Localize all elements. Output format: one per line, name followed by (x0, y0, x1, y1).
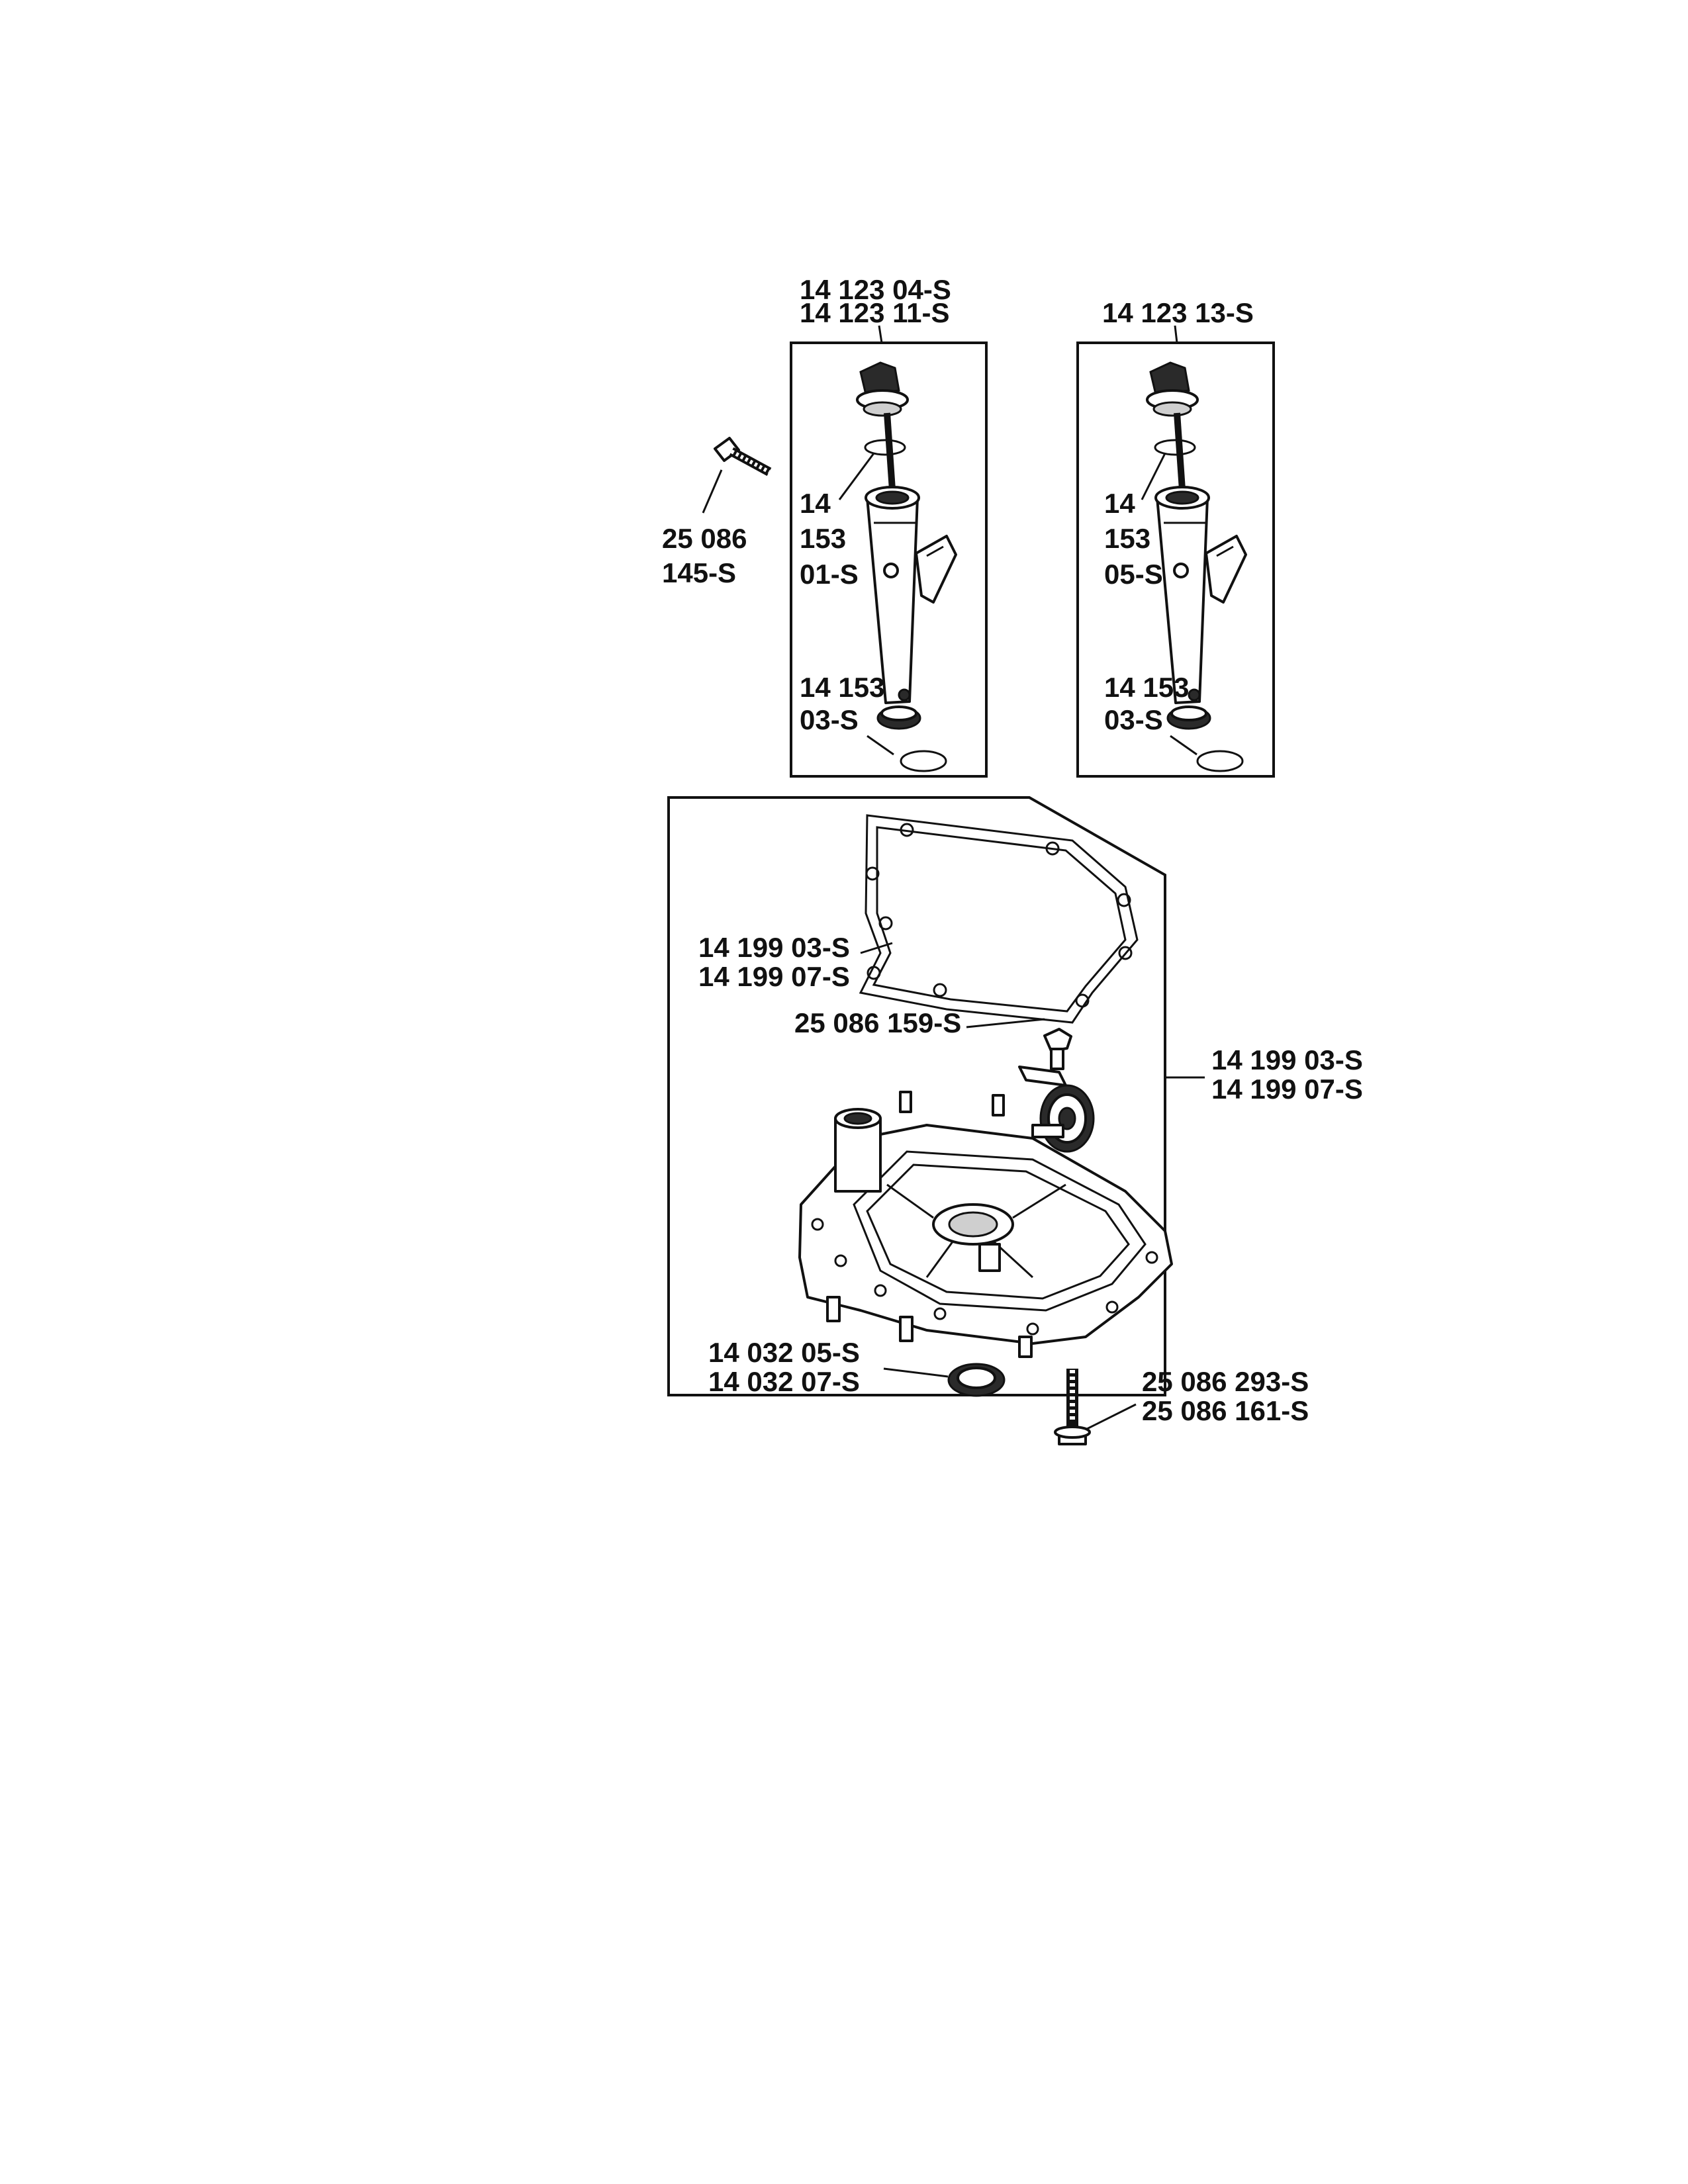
crankcase-frame (667, 796, 1166, 1396)
dipstick-left-stem (884, 412, 896, 490)
dipstick-left-label-2: 14 123 11-S (800, 297, 950, 328)
dipstick-left-seal-label-2: 03-S (800, 704, 859, 735)
dipstick-right-seal (1196, 750, 1244, 772)
crankcase-gasket (859, 814, 1139, 1024)
dipstick-left-label-leader (878, 325, 883, 343)
governor-gear (1031, 1084, 1095, 1153)
dipstick-left-oring-label-1: 14 (800, 488, 831, 519)
dipstick-left-cap (856, 361, 909, 417)
dowel-pin-right (992, 1094, 1005, 1116)
dipstick-left-label-1: 14 123 04-S (800, 274, 951, 305)
governor-bolt-label: 25 086 159-S (794, 1007, 961, 1038)
dipstick-left-oring-label-2: 153 (800, 523, 846, 554)
dipstick-left-oring (864, 439, 906, 456)
assembly-label-2: 14 199 07-S (1211, 1073, 1363, 1105)
dipstick-right-stem (1174, 412, 1186, 490)
gasket-label-1: 14 199 03-S (698, 932, 850, 963)
oil-seal-label-2: 14 032 07-S (708, 1366, 860, 1397)
dipstick-right-oring (1154, 439, 1196, 456)
bolt-left-leader (702, 469, 723, 514)
bolt-bottom-leader (1085, 1403, 1137, 1431)
dipstick-right-oring-label-2: 153 (1104, 523, 1150, 554)
bolt-left-label-1: 25 086 (662, 523, 747, 554)
gasket-label-2: 14 199 07-S (698, 961, 850, 992)
dipstick-right-label: 14 123 13-S (1102, 297, 1254, 328)
dipstick-right-group: 14 123 13-S 14 153 05-S 14 153 03-S (1076, 297, 1275, 778)
governor-bolt-leader (966, 1018, 1045, 1028)
dipstick-left-tube (865, 486, 957, 704)
dipstick-right-oring-label-3: 05-S (1104, 559, 1163, 590)
dipstick-right-seal-leader (1170, 735, 1197, 756)
dipstick-right-seal-label-1: 14 153 (1104, 672, 1189, 703)
bolt-bottom: 25 086 293-S 25 086 161-S (1054, 1366, 1309, 1445)
crankcase-body (798, 1108, 1173, 1358)
oil-seal (947, 1363, 1006, 1397)
dipstick-left-seal (900, 750, 947, 772)
dipstick-left-seal-label-1: 14 153 (800, 672, 884, 703)
oil-seal-leader (883, 1367, 949, 1378)
dipstick-left-oring-label-3: 01-S (800, 559, 859, 590)
dipstick-right-label-leader (1174, 325, 1178, 343)
bolt-left-label-2: 145-S (662, 557, 736, 588)
bolt-left: 25 086 145-S (662, 437, 772, 588)
crankcase-group: 14 199 03-S 14 199 07-S 25 086 159-S 14 … (667, 796, 1363, 1397)
governor-bolt (1018, 1028, 1072, 1087)
bolt-bottom-label-1: 25 086 293-S (1142, 1366, 1309, 1397)
dipstick-right-tube (1154, 486, 1247, 704)
oil-seal-label-1: 14 032 05-S (708, 1337, 860, 1368)
bolt-bottom-label-2: 25 086 161-S (1142, 1395, 1309, 1426)
gasket-leader (860, 942, 893, 954)
dipstick-right-frame (1076, 341, 1275, 778)
dipstick-right-cap (1146, 361, 1199, 417)
dipstick-left-group: 14 123 04-S 14 123 11-S 14 153 01-S (790, 274, 988, 778)
dipstick-left-oring-leader (838, 453, 875, 500)
dipstick-right-oring-leader (1141, 453, 1166, 500)
dowel-pin-left (899, 1091, 912, 1113)
dipstick-left-frame (790, 341, 988, 778)
dipstick-right-oring-label-1: 14 (1104, 488, 1135, 519)
dipstick-left-seal-leader (867, 735, 894, 756)
assembly-label-1: 14 199 03-S (1211, 1044, 1363, 1075)
dipstick-right-seal-label-2: 03-S (1104, 704, 1163, 735)
